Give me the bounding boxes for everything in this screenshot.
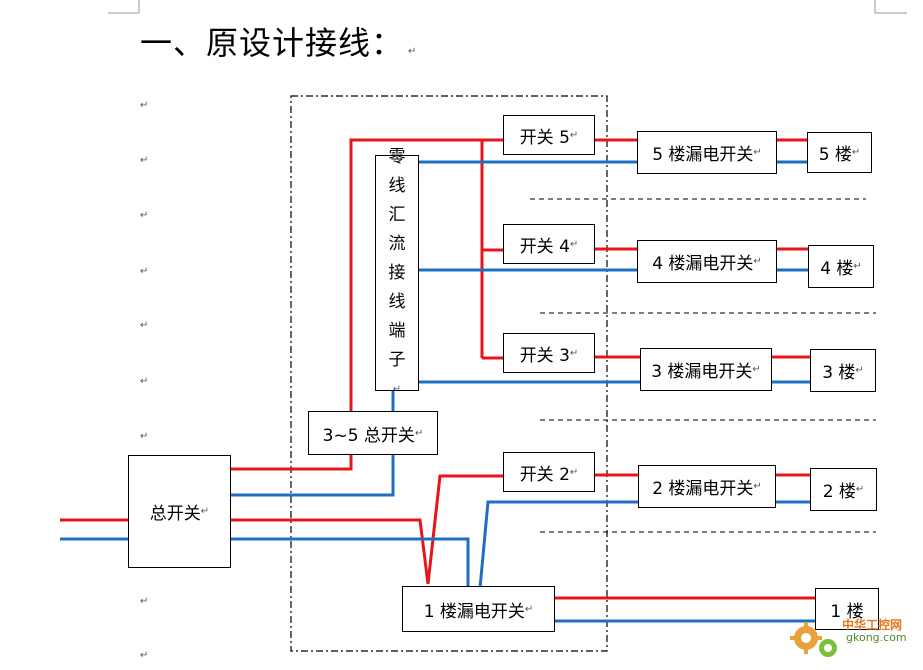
main-switch-box: 总开关↵ [128, 455, 231, 568]
switch-4-box: 开关 4↵ [503, 224, 595, 264]
page-heading: 一、原设计接线：↵ [140, 18, 417, 64]
heading-text: 一、原设计接线： [140, 24, 405, 62]
floor-1-label: 1 楼 [830, 602, 864, 622]
busbar-char: 线 [388, 291, 406, 312]
sub-main-switch-box: 3~5 总开关↵ [308, 411, 438, 455]
busbar-char: 汇 [388, 204, 406, 225]
floor-1-box: 1 楼 [815, 588, 879, 630]
main-switch-label: 总开关 [149, 504, 201, 524]
page-corner-mark-right [874, 0, 907, 14]
switch-2-label: 开关 2 [519, 464, 570, 485]
switch-3-box: 开关 3↵ [503, 333, 595, 373]
leak-breaker-1-box: 1 楼漏电开关↵ [402, 586, 555, 632]
live-switch2-feed [426, 474, 503, 585]
paragraph-mark: ↵ [140, 376, 149, 387]
floor-4-label: 4 楼 [820, 259, 854, 279]
paragraph-mark: ↵ [140, 210, 149, 221]
live-wires [60, 138, 815, 600]
paragraph-mark: ↵ [140, 320, 149, 331]
busbar-char: 零 [388, 146, 406, 167]
neutral-leak2-branch [478, 500, 638, 589]
leak-breaker-2-box: 2 楼漏电开关↵ [638, 465, 776, 508]
neutral-busbar-terminal: 零 线 汇 流 接 线 端 子↵ [375, 147, 419, 395]
busbar-char: 线 [388, 175, 406, 196]
paragraph-mark: ↵ [140, 155, 149, 166]
paragraph-mark: ↵ [140, 266, 149, 277]
leak-breaker-4-box: 4 楼漏电开关↵ [637, 240, 777, 283]
switch-4-label: 开关 4 [519, 236, 570, 257]
busbar-char: 端 [388, 320, 406, 341]
busbar-char: 接 [388, 262, 406, 283]
busbar-char-last: 子↵ [388, 349, 406, 395]
leak-breaker-5-box: 5 楼漏电开关↵ [637, 131, 777, 174]
floor-5-box: 5 楼↵ [807, 132, 872, 173]
floor-2-box: 2 楼↵ [810, 468, 877, 511]
watermark-chinese: 中华工控网 [842, 618, 903, 632]
leak-breaker-4-label: 4 楼漏电开关 [652, 254, 754, 274]
watermark-url: gkong.com [846, 631, 907, 644]
switch-2-box: 开关 2↵ [503, 452, 595, 492]
floor-2-label: 2 楼 [822, 482, 856, 502]
leak-breaker-3-label: 3 楼漏电开关 [651, 362, 753, 382]
neutral-incoming [60, 537, 470, 588]
paragraph-mark: ↵ [408, 46, 418, 57]
busbar-char: 流 [388, 233, 406, 254]
floor-3-box: 3 楼↵ [810, 349, 876, 392]
paragraph-mark: ↵ [140, 596, 149, 607]
paragraph-mark: ↵ [140, 431, 149, 442]
live-incoming [60, 518, 430, 585]
live-main-to-sub [231, 138, 482, 471]
leak-breaker-3-box: 3 楼漏电开关↵ [640, 348, 772, 391]
page-corner-mark-left [108, 0, 140, 14]
floor-separators [530, 198, 876, 533]
paragraph-mark: ↵ [140, 650, 149, 661]
distribution-box-outline [290, 95, 608, 652]
switch-3-label: 开关 3 [519, 345, 570, 366]
floor-4-box: 4 楼↵ [808, 245, 874, 288]
sub-main-switch-label: 3~5 总开关 [322, 425, 415, 446]
leak-breaker-5-label: 5 楼漏电开关 [652, 145, 754, 165]
paragraph-mark: ↵ [140, 100, 149, 111]
floor-5-label: 5 楼 [818, 145, 852, 165]
switch-5-box: 开关 5↵ [503, 115, 595, 155]
floor-3-label: 3 楼 [822, 363, 856, 383]
gkong-watermark-logo [790, 622, 837, 657]
leak-breaker-2-label: 2 楼漏电开关 [652, 479, 754, 499]
switch-5-label: 开关 5 [519, 127, 570, 148]
leak-breaker-1-label: 1 楼漏电开关 [423, 601, 525, 622]
